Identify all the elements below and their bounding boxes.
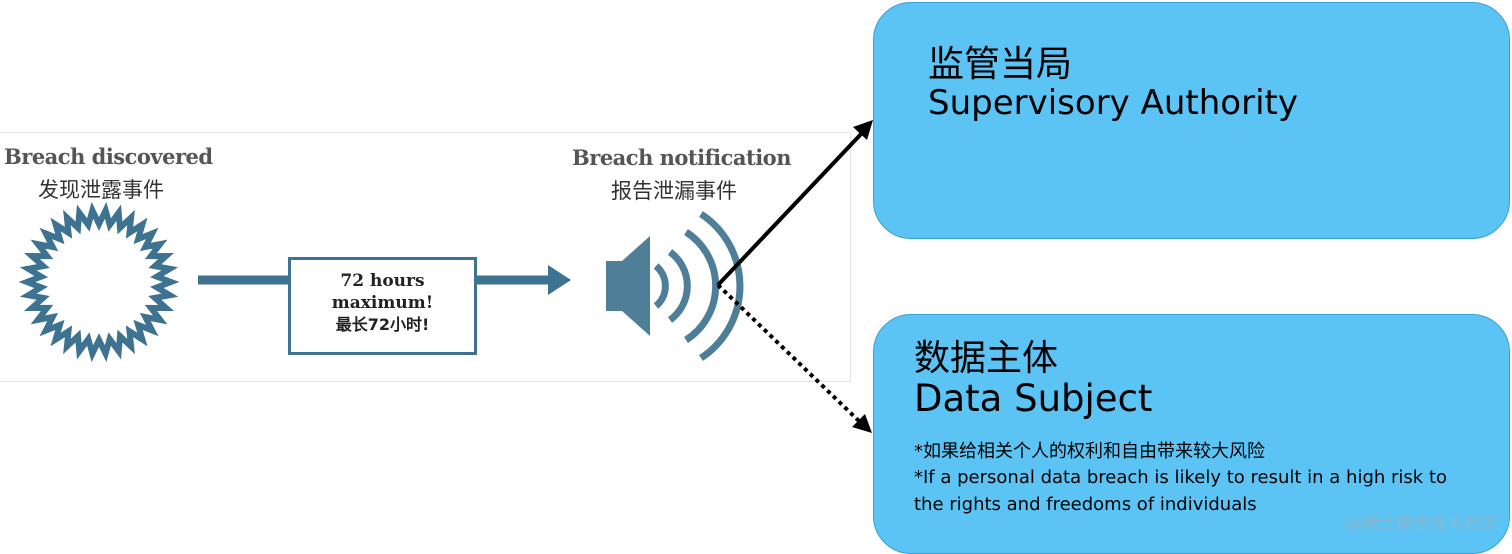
data-subject-card: 数据主体 Data Subject *如果给相关个人的权利和自由带来较大风险 *… bbox=[873, 314, 1510, 554]
time-limit-line2: maximum! bbox=[331, 293, 434, 313]
breach-discovered-label: Breach discovered bbox=[4, 144, 213, 169]
time-limit-line3: 最长72小时! bbox=[335, 315, 430, 334]
supervisory-title-en: Supervisory Authority bbox=[928, 83, 1298, 123]
data-subject-title-en: Data Subject bbox=[914, 377, 1153, 420]
dotted-arrow-to-data-subject bbox=[716, 283, 872, 433]
burst-ring-icon bbox=[18, 201, 180, 363]
supervisory-authority-card: 监管当局 Supervisory Authority bbox=[873, 2, 1510, 239]
arrow-to-supervisory bbox=[716, 120, 873, 287]
time-limit-line1: 72 hours bbox=[340, 271, 425, 291]
supervisory-title-cn: 监管当局 bbox=[928, 44, 1073, 85]
time-limit-box: 72 hours maximum! 最长72小时! bbox=[288, 257, 477, 355]
data-subject-title-cn: 数据主体 bbox=[914, 338, 1059, 379]
speaker-icon bbox=[606, 211, 744, 361]
data-subject-note-en-line2: the rights and freedoms of individuals bbox=[914, 494, 1257, 515]
breach-discovered-cn-label: 发现泄露事件 bbox=[38, 178, 164, 202]
watermark: @稀土掘金技术社区 bbox=[1345, 514, 1498, 534]
arrow-head-right bbox=[548, 265, 571, 295]
breach-notification-cn-label: 报告泄漏事件 bbox=[611, 179, 737, 203]
breach-notification-label: Breach notification bbox=[572, 145, 791, 170]
data-subject-note-en-line1: *If a personal data breach is likely to … bbox=[914, 467, 1448, 488]
data-subject-note-cn: *如果给相关个人的权利和自由带来较大风险 bbox=[914, 441, 1265, 462]
